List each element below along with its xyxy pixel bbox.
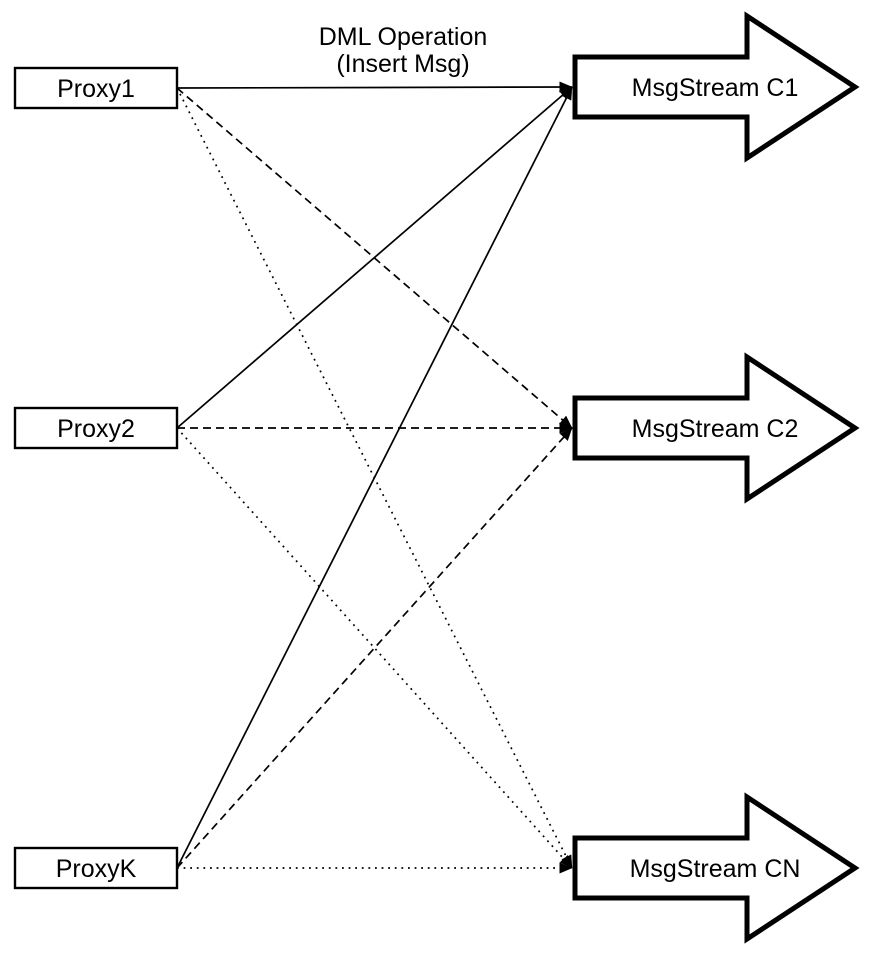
c1-label: MsgStream C1 [632, 74, 799, 102]
stream-c2: MsgStream C2 [572, 352, 860, 504]
c2-label: MsgStream C2 [632, 415, 799, 443]
cn-label: MsgStream CN [630, 855, 801, 883]
proxyk-label: ProxyK [56, 855, 137, 883]
diagram-title-line1: DML Operation [319, 23, 488, 51]
proxy2-box [13, 406, 179, 450]
proxy1-box [13, 66, 179, 110]
proxyk-box [13, 846, 179, 890]
proxy2-label: Proxy2 [57, 415, 135, 443]
node-proxy1: Proxy1 [13, 66, 179, 110]
c1-fat-arrow-shape [572, 11, 860, 163]
connection-proxy1-to-c1-solid-line [176, 81, 573, 93]
proxy1-label: Proxy1 [57, 75, 135, 103]
cn-fat-arrow-shape [572, 792, 860, 944]
node-proxy2: Proxy2 [13, 406, 179, 450]
c2-fat-arrow-shape [572, 352, 860, 504]
node-proxyk: ProxyK [13, 846, 179, 890]
stream-cn: MsgStream CN [572, 792, 860, 944]
connection-proxyk-to-c2-dashed-line [176, 427, 573, 869]
connection-proxyk-to-c1-solid-line [176, 86, 573, 869]
diagram-title-line2: (Insert Msg) [336, 50, 469, 78]
stream-c1: MsgStream C1 [572, 11, 860, 163]
connection-proxy2-to-c1-solid-line [176, 86, 573, 429]
connection-proxy2-to-cn-dotted-line [176, 427, 573, 869]
